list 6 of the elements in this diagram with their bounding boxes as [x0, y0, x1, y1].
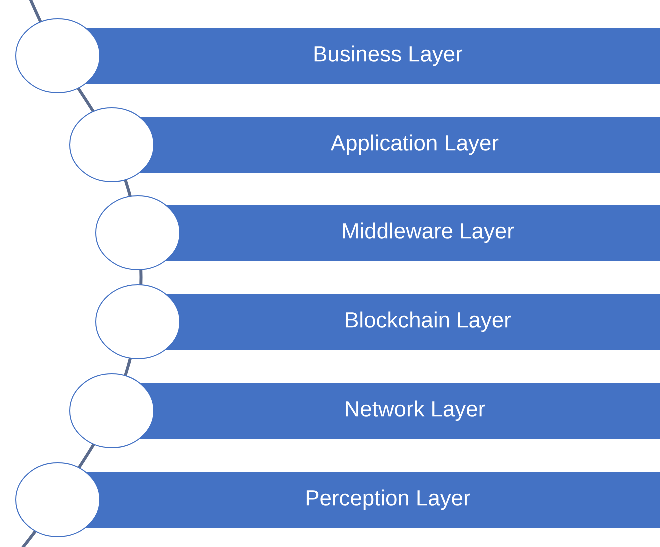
layer-bar: Application Layer: [70, 108, 660, 182]
layer-bar: Middleware Layer: [96, 196, 660, 270]
layer-bar: Business Layer: [16, 18, 660, 94]
layer-bar: Network Layer: [70, 374, 660, 448]
layer-bar: Blockchain Layer: [96, 284, 660, 360]
layer-bar: Perception Layer: [16, 462, 660, 538]
